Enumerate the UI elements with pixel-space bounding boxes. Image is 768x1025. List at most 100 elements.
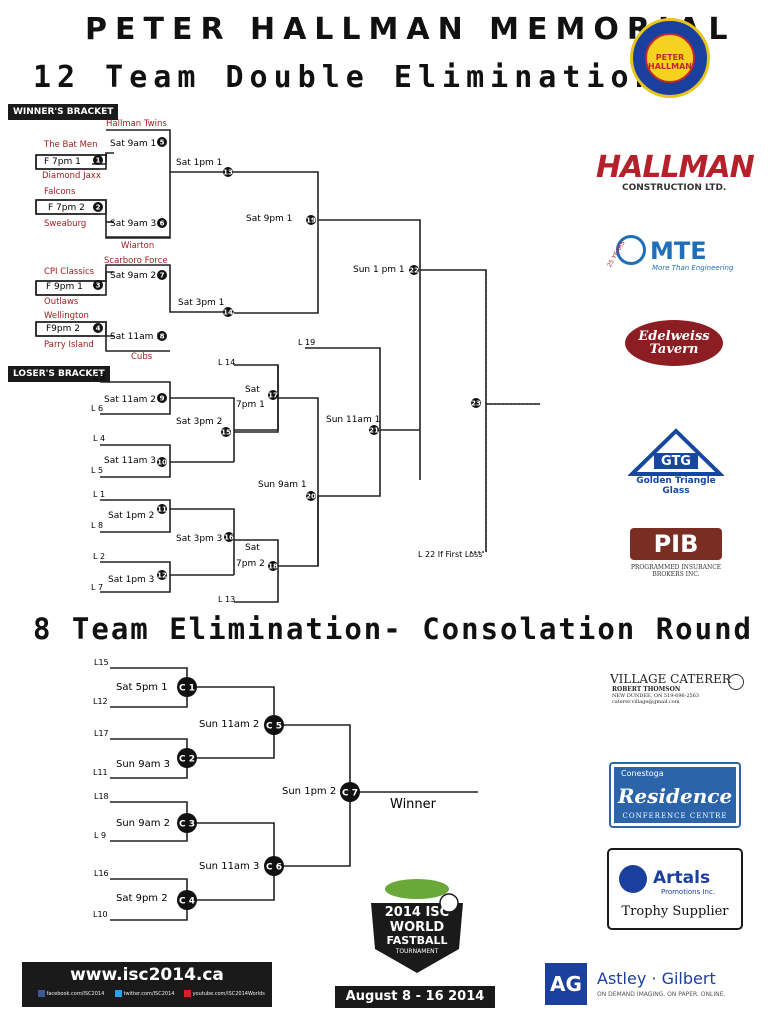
game-circle [157, 137, 167, 147]
twitter-icon [115, 990, 122, 997]
youtube-icon [184, 990, 191, 997]
game-circle [157, 457, 167, 467]
game-number: 20 [306, 493, 316, 501]
game-circle [306, 491, 316, 501]
game-time: F9pm 2 [46, 324, 80, 334]
game-circle [93, 280, 103, 290]
team-name: Parry Island [44, 340, 94, 350]
game-time: Sat [245, 385, 260, 395]
twitter-link[interactable]: twitter.com/ISC2014 [115, 990, 174, 997]
consolation-game-number: C 6 [266, 863, 282, 873]
consolation-title: 8 Team Elimination- Consolation Round [33, 612, 754, 646]
youtube-link[interactable]: youtube.com/ISC2014Worlds [184, 990, 265, 997]
game-number: 16 [224, 534, 234, 542]
game-circle [157, 504, 167, 514]
facebook-icon [38, 990, 45, 997]
game-time: Sat 1pm 3 [108, 575, 154, 585]
astley-gilbert-logo: AG Astley · Gilbert ON DEMAND IMAGING. O… [545, 963, 745, 1008]
game-time: Sat 3pm 1 [178, 298, 224, 308]
game-time: Sat 11am 3 [104, 456, 156, 466]
team-name: Sweaburg [44, 219, 86, 229]
final-dashed-line [468, 270, 487, 553]
loser-feed: L 6 [91, 404, 103, 413]
game-time: Sat 9am 3 [110, 219, 156, 229]
consolation-feed: L16 [94, 869, 109, 878]
seal-text: PETER HALLMAN [648, 53, 692, 71]
youtube-text: youtube.com/ISC2014Worlds [192, 991, 265, 997]
final-game-number: 23 [471, 400, 481, 408]
game-circle [306, 215, 316, 225]
losers-bracket-tag: LOSER'S BRACKET [8, 366, 110, 382]
facebook-link[interactable]: facebook.com/ISC2014 [38, 990, 104, 997]
first-round-box [35, 321, 107, 337]
team-name: The Bat Men [43, 140, 98, 150]
game-number: 11 [157, 506, 167, 514]
game-circle [268, 561, 278, 571]
website-link[interactable]: www.isc2014.ca [70, 965, 224, 985]
isc-world-fastball-logo: 2014 ISC WORLD FASTBALL TOURNAMENT [363, 875, 471, 975]
game-time: Sat 11am 1 [110, 332, 162, 342]
village-caterer-logo: VILLAGE CATERER ROBERT THOMSON NEW DUNDE… [610, 672, 750, 705]
winners-line [105, 271, 114, 281]
game-circle [157, 570, 167, 580]
game-number: 19 [306, 217, 316, 225]
artals-logo: Artals Promotions Inc. Trophy Supplier [607, 848, 743, 930]
team-name: Outlaws [44, 297, 79, 307]
game-circle [157, 331, 167, 341]
consolation-game-time: Sun 9am 3 [116, 759, 170, 770]
page-title: PETER HALLMAN MEMORIAL [85, 12, 736, 47]
game-circle [369, 425, 379, 435]
team-name: Wiarton [121, 241, 154, 251]
tournament-seal: PETER HALLMAN [630, 18, 710, 98]
losers-line [278, 496, 319, 567]
chef-icon [728, 674, 744, 690]
loser-feed: L 22 If First Loss [418, 550, 482, 559]
consolation-game-time: Sun 11am 3 [199, 861, 259, 872]
game-time: F 7pm 2 [48, 203, 85, 213]
loser-feed: L 14 [218, 358, 235, 367]
winners-line [420, 269, 487, 552]
consolation-game-number: C 1 [179, 684, 195, 694]
game-time: Sat 9am 2 [110, 271, 156, 281]
winners-line [105, 336, 170, 352]
winner-label: Winner [390, 797, 437, 812]
consolation-feed: L11 [93, 768, 108, 777]
consolation-game-circle [340, 782, 360, 802]
team-name: Cubs [131, 352, 153, 362]
consolation-game-number: C 7 [342, 789, 358, 799]
loser-feed: L 5 [91, 466, 103, 475]
loser-feed: L 1 [93, 490, 105, 499]
consolation-game-circle [177, 890, 197, 910]
game-time: Sun 1 pm 1 [353, 265, 405, 275]
bracket-lines [35, 129, 540, 921]
game-time: Sat 9am 1 [110, 139, 156, 149]
losers-line [234, 539, 279, 603]
consolation-game-time: Sun 11am 2 [199, 719, 259, 730]
game-number: 22 [409, 267, 419, 275]
hallman-logo: HALLMAN CONSTRUCTION LTD. [596, 150, 755, 193]
game-time: F 7pm 1 [44, 157, 81, 167]
team-name: Scarboro Force [104, 256, 168, 266]
game-time: Sat 9pm 1 [246, 214, 292, 224]
gtg-logo: GTG Golden Triangle Glass [628, 428, 728, 496]
game-number: 10 [157, 459, 167, 467]
winners-line [106, 129, 234, 173]
consolation-game-time: Sat 9pm 2 [116, 893, 168, 904]
game-number: 8 [160, 333, 165, 341]
game-number: 6 [160, 220, 165, 228]
consolation-feed: L18 [94, 792, 109, 801]
game-number: 15 [221, 429, 231, 437]
game-circle [224, 532, 234, 542]
game-time: Sat 11am 2 [104, 395, 156, 405]
team-name: Diamond Jaxx [42, 171, 101, 181]
consolation-feed: L17 [94, 729, 109, 738]
final-game-circle [471, 398, 481, 408]
tournament-dates: August 8 - 16 2014 [335, 986, 495, 1008]
twitter-text: twitter.com/ISC2014 [123, 991, 175, 997]
game-circle [221, 427, 231, 437]
loser-feed: L 4 [93, 434, 105, 443]
winners-line [234, 171, 319, 314]
game-circle [157, 218, 167, 228]
winners-line [105, 172, 171, 239]
